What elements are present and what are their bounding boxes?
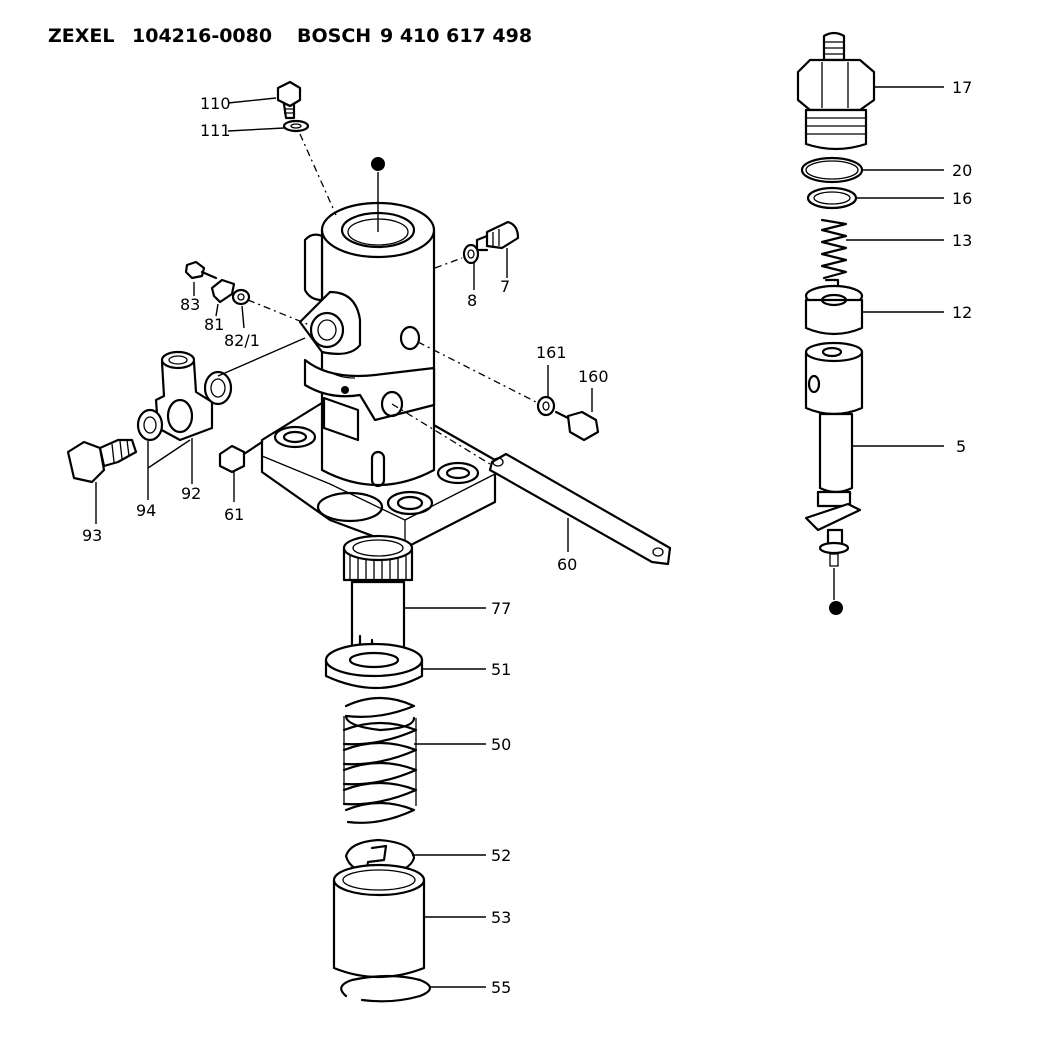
part-61-screw bbox=[218, 440, 264, 474]
oem-part-number: 9 410 617 498 bbox=[380, 25, 532, 47]
part-51-spring-seat bbox=[324, 642, 424, 690]
flange-bolt-hole bbox=[436, 461, 480, 485]
callout-8: 8 bbox=[467, 291, 477, 310]
callout-7: 7 bbox=[500, 277, 510, 296]
callout-12: 12 bbox=[952, 303, 972, 322]
part-77-control-sleeve bbox=[342, 534, 414, 658]
callout-82-1: 82/1 bbox=[224, 331, 260, 350]
callout-17: 17 bbox=[952, 78, 972, 97]
oem-brand-label: BOSCH bbox=[297, 25, 371, 47]
inlet-boss bbox=[298, 290, 362, 355]
callout-60: 60 bbox=[557, 555, 577, 574]
callout-16: 16 bbox=[952, 189, 972, 208]
part-161-washer bbox=[536, 395, 556, 417]
part-17-delivery-valve-holder bbox=[796, 31, 876, 151]
callout-13: 13 bbox=[952, 231, 972, 250]
pump-housing bbox=[260, 201, 497, 550]
callout-81: 81 bbox=[204, 315, 224, 334]
callout-labels: 110 111 83 81 82/1 8 7 161 160 93 94 92 … bbox=[82, 78, 972, 997]
flange-bolt-hole bbox=[273, 425, 317, 449]
callout-94: 94 bbox=[136, 501, 156, 520]
part-94-washer bbox=[136, 408, 164, 442]
callout-83: 83 bbox=[180, 295, 200, 314]
part-16-gasket bbox=[806, 186, 858, 210]
housing-body bbox=[320, 228, 436, 487]
part-93-banjo-bolt bbox=[66, 438, 138, 484]
side-port bbox=[399, 325, 421, 351]
part-7-plug bbox=[475, 220, 520, 252]
callout-52: 52 bbox=[491, 846, 511, 865]
reference-dot-bottom bbox=[829, 601, 843, 615]
reference-dot bbox=[371, 157, 385, 171]
part-50-plunger-spring bbox=[342, 696, 418, 824]
flange-bolt-hole bbox=[386, 490, 434, 516]
callout-5: 5 bbox=[956, 437, 966, 456]
callout-111: 111 bbox=[200, 121, 231, 140]
part-53-tappet bbox=[332, 863, 426, 979]
callout-77: 77 bbox=[491, 599, 511, 618]
part-111-washer bbox=[282, 119, 310, 133]
part-13-valve-spring bbox=[820, 218, 848, 280]
part-5-plunger-barrel bbox=[804, 341, 864, 567]
part-20-sealing-ring bbox=[800, 156, 864, 184]
part-55-retaining-ring bbox=[340, 974, 432, 1003]
callout-93: 93 bbox=[82, 526, 102, 545]
callout-51: 51 bbox=[491, 660, 511, 679]
callout-50: 50 bbox=[491, 735, 511, 754]
diagram-header: ZEXEL 104216-0080 BOSCH 9 410 617 498 bbox=[48, 25, 532, 47]
brand-label: ZEXEL bbox=[48, 25, 115, 47]
part-8-washer bbox=[462, 243, 480, 265]
callout-160: 160 bbox=[578, 367, 609, 386]
callout-55: 55 bbox=[491, 978, 511, 997]
part-110-screw bbox=[276, 80, 302, 120]
part-94-washer-outer bbox=[203, 370, 233, 406]
callout-20: 20 bbox=[952, 161, 972, 180]
part-160-screw bbox=[554, 410, 600, 442]
callout-61: 61 bbox=[224, 505, 244, 524]
part-92-banjo-fitting bbox=[154, 350, 214, 442]
zexel-part-number: 104216-0080 bbox=[132, 25, 272, 47]
assembly-axis bbox=[299, 133, 337, 216]
callout-161: 161 bbox=[536, 343, 567, 362]
part-82-1-washer bbox=[231, 288, 251, 306]
callout-110: 110 bbox=[200, 94, 231, 113]
part-81-clamp bbox=[210, 278, 236, 304]
part-60-control-rod bbox=[488, 452, 672, 566]
part-12-delivery-valve bbox=[804, 278, 864, 336]
part-83-bolt bbox=[184, 260, 218, 280]
callout-53: 53 bbox=[491, 908, 511, 927]
callout-92: 92 bbox=[181, 484, 201, 503]
housing-slot bbox=[370, 450, 386, 488]
